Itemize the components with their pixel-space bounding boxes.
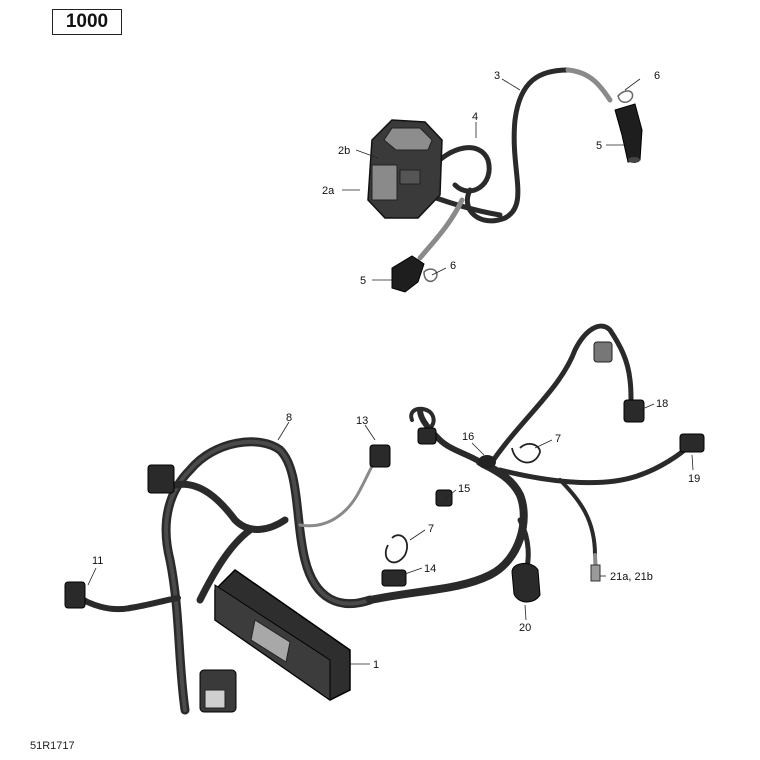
callout-6-top: 6 (654, 70, 660, 82)
leader-lines (87, 78, 694, 665)
spark-plug-boot-top (614, 103, 643, 163)
sensor-21 (590, 564, 601, 582)
connector-19 (679, 433, 705, 453)
callout-4: 4 (472, 111, 478, 123)
connector-20 (511, 563, 541, 603)
spark-plug-boot-bottom (391, 255, 425, 293)
clip-bottom (423, 268, 438, 283)
connector-8 (147, 464, 175, 494)
callout-5-bottom: 5 (360, 275, 366, 287)
connector-18 (623, 399, 645, 423)
connector-14 (381, 569, 407, 587)
main-wiring-harness (64, 323, 705, 715)
callout-21: 21a, 21b (610, 571, 653, 583)
grommet-16 (478, 455, 496, 469)
ecm-module (214, 569, 351, 701)
connector-13 (369, 444, 391, 468)
callout-6-bottom: 6 (450, 260, 456, 272)
callout-20: 20 (519, 622, 531, 634)
callout-7-left: 7 (428, 523, 434, 535)
callout-1: 1 (373, 659, 379, 671)
reference-code: 51R1717 (30, 740, 75, 752)
callout-18: 18 (656, 398, 668, 410)
clip-top (617, 90, 634, 103)
callout-7-right: 7 (555, 433, 561, 445)
connector-15 (435, 489, 453, 507)
callout-16: 16 (462, 431, 474, 443)
callout-14: 14 (424, 563, 436, 575)
connector-17 (593, 341, 613, 363)
callout-13: 13 (356, 415, 368, 427)
tie-wrap-7-right (511, 443, 541, 464)
callout-3: 3 (494, 70, 500, 82)
callouts: 3 6 4 2b 2a 5 5 6 8 13 16 7 18 19 15 7 1… (92, 70, 700, 671)
connector-16-side (417, 427, 437, 445)
callout-2a: 2a (322, 185, 335, 197)
ignition-coil-assembly (367, 67, 643, 293)
callout-5-top: 5 (596, 140, 602, 152)
tie-wrap-7-left (384, 534, 408, 564)
callout-8: 8 (286, 412, 292, 424)
connector-11 (64, 581, 86, 609)
callout-15: 15 (458, 483, 470, 495)
callout-19: 19 (688, 473, 700, 485)
model-badge: 1000 (52, 9, 122, 35)
callout-11: 11 (92, 555, 103, 567)
callout-2b: 2b (338, 145, 350, 157)
